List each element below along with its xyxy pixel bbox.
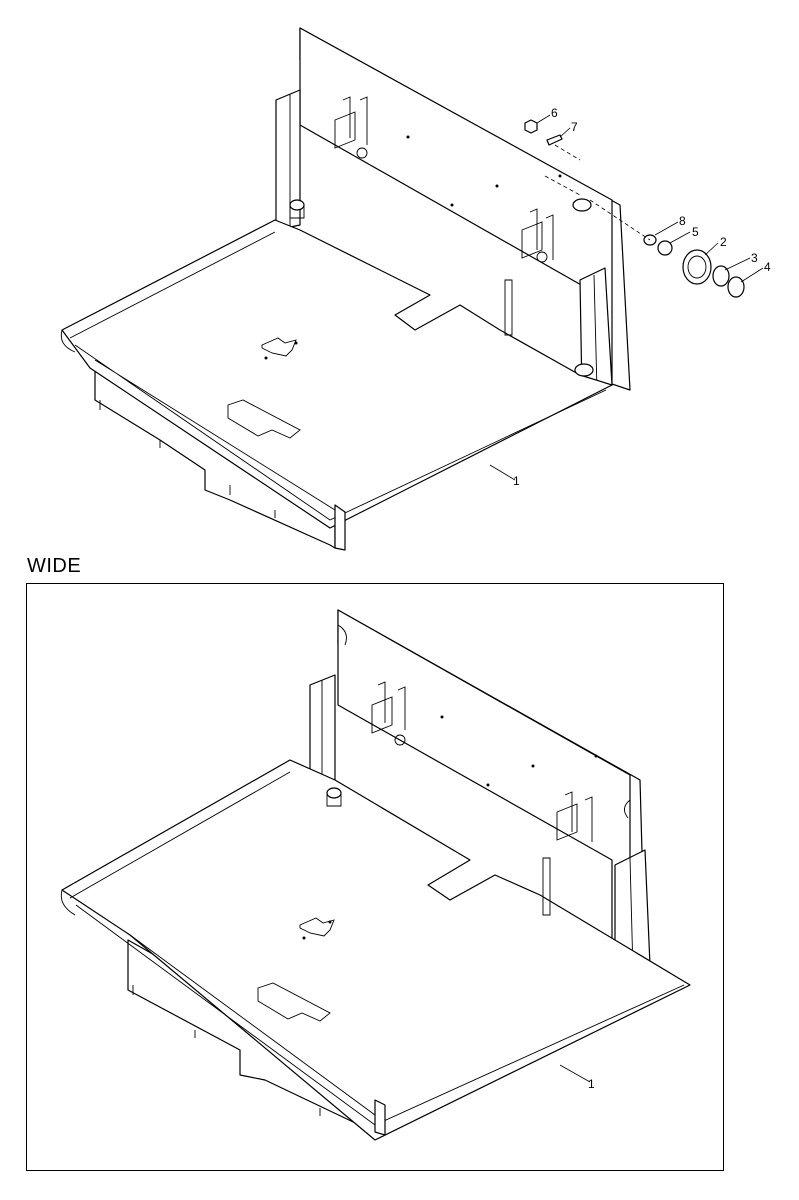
callout-6: 6 <box>551 106 558 120</box>
callout-8: 8 <box>679 214 686 228</box>
callout-7: 7 <box>571 120 578 134</box>
top-tray-assembly <box>60 27 631 551</box>
exploded-parts <box>524 119 745 298</box>
callout-5: 5 <box>692 225 699 239</box>
top-leader-lines <box>489 114 764 481</box>
section-label-wide: WIDE <box>27 555 82 577</box>
bushing-part-5 <box>657 240 673 256</box>
callout-1-top: 1 <box>513 474 520 488</box>
callout-3: 3 <box>751 251 758 265</box>
callout-1-wide: 1 <box>588 1077 595 1091</box>
bolt-part-7 <box>546 134 563 146</box>
nut-part-6 <box>524 119 538 134</box>
ring-part-3 <box>712 265 730 287</box>
leader-line-wide-1 <box>559 1064 591 1083</box>
bearing-part-2 <box>682 249 712 285</box>
wide-section-frame <box>26 583 724 1171</box>
ring-part-4 <box>727 276 745 298</box>
callout-4: 4 <box>764 260 771 274</box>
callout-2: 2 <box>720 235 727 249</box>
wide-tray-assembly <box>60 609 691 1141</box>
